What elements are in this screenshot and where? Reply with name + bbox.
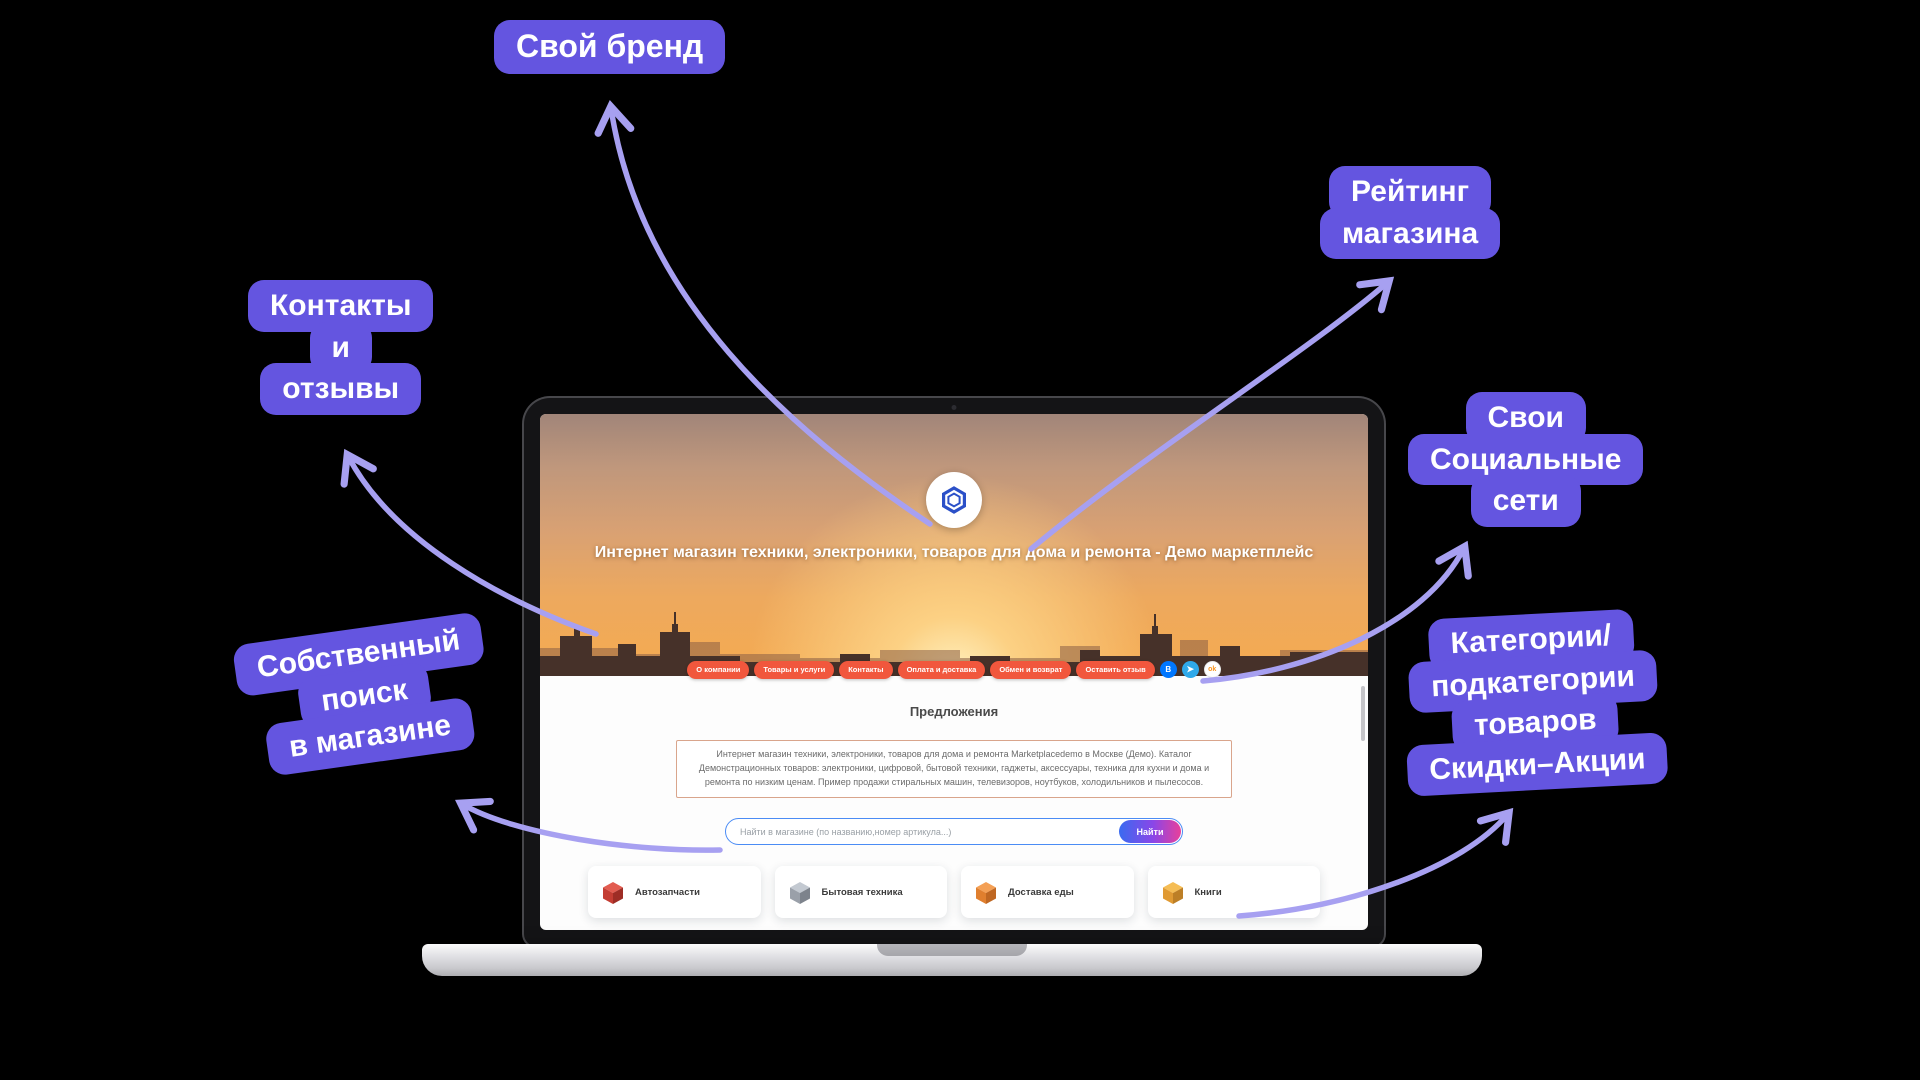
store-description: Интернет магазин техники, электроники, т… [676, 740, 1232, 798]
category-card-appliances[interactable]: Бытовая техника [774, 866, 947, 918]
callout-contacts-reviews: Контакты и отзывы [248, 280, 434, 415]
hero-banner: Интернет магазин техники, электроники, т… [540, 414, 1368, 676]
hexagon-logo-icon [942, 486, 966, 514]
marketplace-site: Интернет магазин техники, электроники, т… [540, 414, 1368, 930]
webcam-icon [951, 405, 957, 410]
callout-line: сети [1470, 475, 1581, 527]
laptop-base [422, 944, 1482, 976]
books-icon [1162, 882, 1183, 904]
callout-categories-discounts: Категории/ подкатегории товаров Скидки–А… [1400, 607, 1669, 798]
callout-social-networks: Свои Социальные сети [1408, 392, 1644, 527]
nav-products[interactable]: Товары и услуги [754, 661, 835, 679]
food-delivery-icon [976, 882, 996, 904]
category-label: Книги [1194, 886, 1222, 898]
appliances-icon [789, 882, 810, 904]
scrollbar[interactable] [1361, 686, 1365, 741]
nav-leave-review[interactable]: Оставить отзыв [1076, 661, 1155, 679]
store-logo[interactable] [926, 472, 982, 528]
telegram-icon[interactable]: ➤ [1181, 661, 1199, 679]
callout-line: Скидки–Акции [1406, 731, 1669, 798]
category-label: Бытовая техника [821, 886, 903, 898]
nav-exchange-return[interactable]: Обмен и возврат [990, 661, 1072, 679]
offers-heading: Предложения [909, 704, 999, 719]
nav-about[interactable]: О компании [687, 661, 750, 679]
site-title: Интернет магазин техники, электроники, т… [594, 544, 1314, 561]
callout-own-search: Собственный поиск в магазине [231, 611, 497, 779]
laptop-screen: Интернет магазин техники, электроники, т… [524, 398, 1384, 946]
site-nav: О компании Товары и услуги Контакты Опла… [540, 661, 1368, 679]
nav-contacts[interactable]: Контакты [839, 661, 893, 679]
nav-payment-delivery[interactable]: Оплата и доставка [897, 661, 986, 679]
laptop-base-notch [877, 944, 1027, 956]
ok-icon[interactable]: ok [1203, 661, 1221, 679]
category-card-food-delivery[interactable]: Доставка еды [961, 866, 1134, 918]
category-label: Доставка еды [1008, 886, 1074, 898]
callout-line: Свой бренд [494, 20, 726, 74]
auto-parts-icon [603, 882, 623, 904]
search-button[interactable]: Найти [1119, 820, 1181, 843]
category-label: Автозапчасти [635, 886, 700, 898]
vk-icon[interactable]: B [1159, 661, 1177, 679]
callout-store-rating: Рейтинг магазина [1320, 166, 1501, 260]
store-search: Найти [725, 818, 1183, 845]
search-input[interactable] [725, 818, 1183, 845]
callout-own-brand: Свой бренд [494, 20, 726, 74]
category-card-auto-parts[interactable]: Автозапчасти [588, 866, 761, 918]
callout-line: отзывы [260, 363, 422, 415]
category-cards: Автозапчасти Бытовая техника [588, 866, 1320, 918]
category-card-books[interactable]: Книги [1147, 866, 1320, 918]
callout-line: магазина [1320, 207, 1501, 260]
